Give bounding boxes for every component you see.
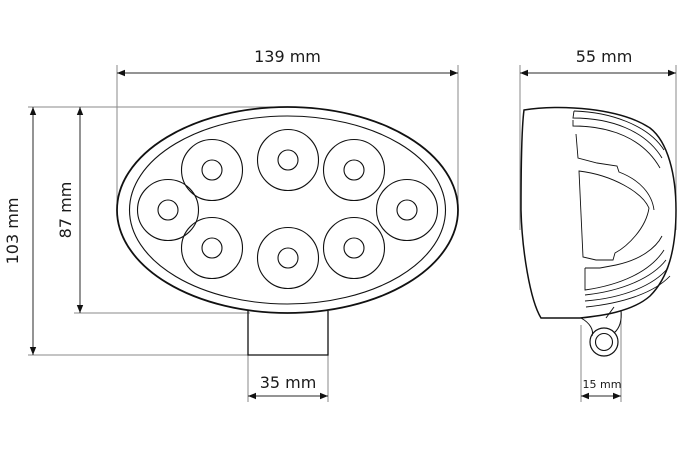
cooling-fin: [584, 249, 665, 291]
cooling-fin: [584, 267, 669, 302]
cooling-fin: [585, 275, 671, 308]
led-icon: [180, 216, 244, 280]
bracket-width-label: 15 mm: [583, 378, 622, 391]
body-height-label: 87 mm: [56, 182, 75, 239]
cooling-fin: [573, 110, 665, 151]
bracket-ring-outer: [589, 327, 619, 357]
lamp-housing-outer: [116, 106, 459, 314]
led-icon: [136, 178, 200, 242]
cooling-fin: [575, 133, 655, 211]
cooling-fin: [584, 259, 667, 296]
mount-width-label: 35 mm: [260, 373, 317, 392]
led-icon: [322, 138, 386, 202]
fin-recess: [578, 170, 650, 261]
side-view: [519, 65, 677, 402]
side-housing: [520, 106, 677, 319]
front-view: [28, 65, 459, 402]
led-icon: [322, 216, 386, 280]
led-icon: [256, 128, 320, 192]
total-height-label: 103 mm: [3, 198, 22, 265]
bracket-arm: [580, 306, 622, 337]
cooling-fin: [572, 110, 663, 159]
led-icon: [256, 226, 320, 290]
lamp-housing-inner: [128, 115, 447, 305]
cooling-fin: [585, 235, 663, 269]
led-icon: [375, 178, 439, 242]
depth-label: 55 mm: [576, 47, 633, 66]
bracket-hole-icon: [594, 332, 614, 352]
cooling-fin: [572, 120, 661, 169]
led-array: [136, 128, 439, 290]
mount-block: [247, 311, 329, 356]
led-icon: [180, 138, 244, 202]
width-label: 139 mm: [254, 47, 321, 66]
